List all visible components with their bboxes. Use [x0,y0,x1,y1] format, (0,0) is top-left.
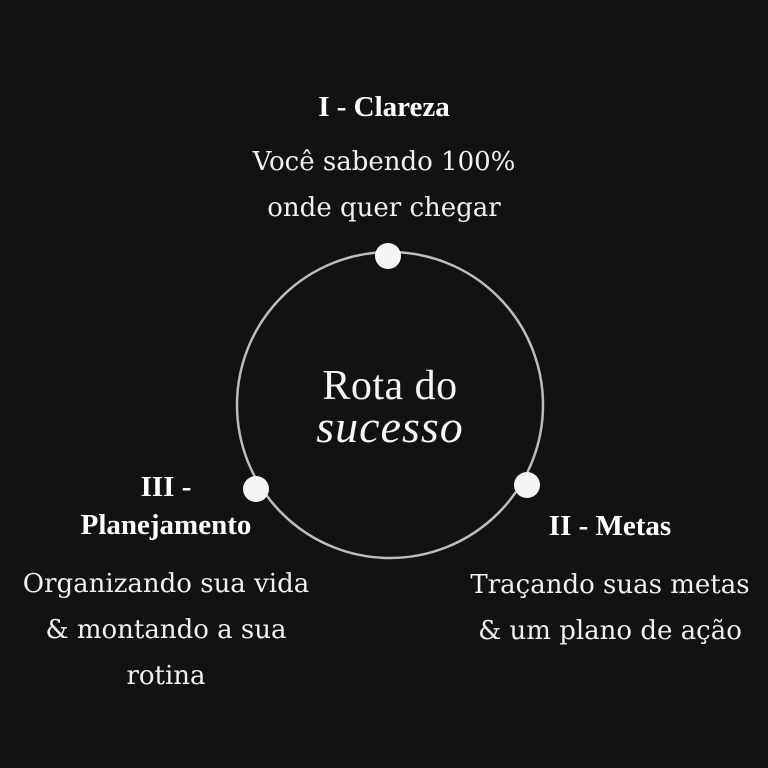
stage-3-description-line: & montando a sua [45,615,287,645]
stage-1-description-line: Você sabendo 100% [252,147,516,177]
center-title-line-1: Rota do [322,363,458,409]
stage-3-description: Organizando sua vida & montando a sua ro… [6,561,326,699]
stage-1-title: I - Clareza [318,91,450,123]
stage-3-description-line: rotina [126,661,206,691]
stage-2-description: Traçando suas metas & um plano de ação [452,562,768,654]
stage-1-marker-dot [375,243,401,269]
stage-2-description-line: & um plano de ação [478,616,742,646]
stage-3-description-line: Organizando sua vida [22,569,310,599]
stage-2-description-line: Traçando suas metas [470,570,750,600]
stage-2-title: II - Metas [548,510,672,542]
stage-3-marker-dot [243,476,269,502]
stage-1-description: Você sabendo 100% onde quer chegar [214,139,554,231]
stage-1-description-line: onde quer chegar [267,193,501,223]
stage-2-marker-dot [514,472,540,498]
stage-3-title-line: III - [140,471,192,503]
stage-3-title: III - Planejamento [36,468,296,544]
center-title-line-2: sucesso [316,401,464,452]
stage-3-title-line: Planejamento [80,509,252,541]
